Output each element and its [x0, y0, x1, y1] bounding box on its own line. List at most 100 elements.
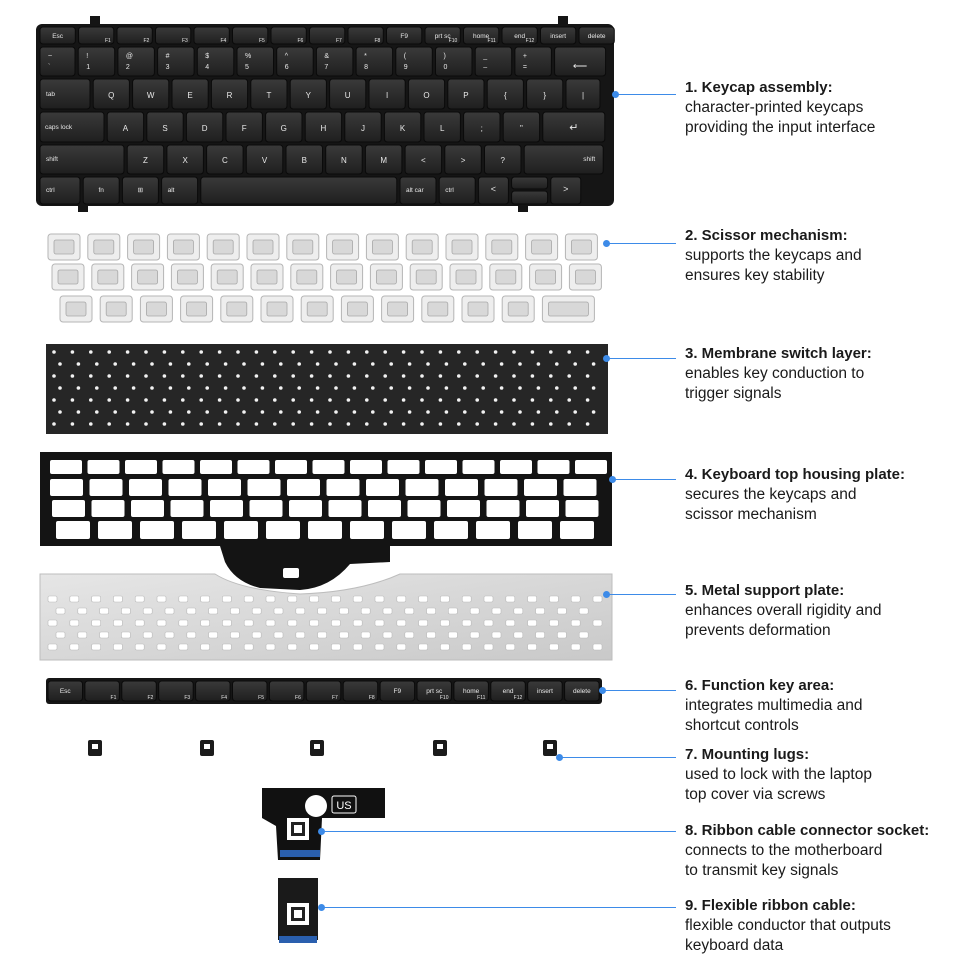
- membrane-dot: [549, 398, 553, 402]
- keycap: [39, 78, 91, 110]
- membrane-dot: [420, 350, 424, 354]
- metal-cutout: [309, 643, 319, 651]
- key-legend: F11: [477, 695, 485, 701]
- key-legend: ": [520, 124, 523, 133]
- label-flexible-ribbon-cable: 9. Flexible ribbon cable: flexible condu…: [685, 896, 955, 956]
- membrane-dot: [125, 422, 130, 426]
- membrane-dot: [95, 386, 99, 390]
- membrane-dot: [279, 362, 283, 366]
- key-legend: <: [491, 184, 496, 194]
- metal-cutout: [142, 607, 153, 615]
- metal-cutout: [461, 643, 472, 651]
- metal-cutout: [592, 619, 603, 627]
- key-legend: ?: [501, 156, 506, 165]
- membrane-dot: [493, 350, 498, 354]
- membrane-dot: [76, 410, 81, 414]
- membrane-dot: [150, 362, 154, 366]
- housing-window: [326, 479, 360, 496]
- metal-cutout: [134, 643, 145, 651]
- metal-cutout: [339, 631, 349, 639]
- housing-window: [366, 479, 399, 496]
- metal-cutout: [91, 595, 101, 603]
- membrane-dot: [585, 374, 590, 378]
- key-legend: A: [123, 124, 129, 133]
- membrane-dot: [273, 374, 277, 378]
- keycap: [39, 144, 125, 175]
- membrane-dot: [315, 362, 320, 366]
- membrane-dot: [162, 398, 167, 402]
- scissor-hinge: [296, 269, 318, 285]
- metal-cutout: [295, 631, 306, 639]
- metal-cutout: [178, 643, 189, 651]
- membrane-dot: [401, 374, 406, 378]
- key-legend: I: [386, 91, 388, 100]
- metal-cutout: [557, 607, 567, 615]
- membrane-dot: [162, 422, 167, 426]
- membrane-dot: [217, 374, 222, 378]
- membrane-dot: [420, 398, 424, 402]
- membrane-dot: [475, 350, 480, 354]
- key-legend: =: [523, 64, 527, 71]
- keycap: [554, 46, 607, 77]
- membrane-dot: [95, 410, 99, 414]
- keycap: [47, 680, 83, 702]
- metal-cutout: [222, 643, 232, 651]
- keycap: [285, 144, 323, 175]
- scissor-hinge: [137, 269, 159, 285]
- scissor-hinge: [455, 269, 477, 285]
- metal-cutout: [156, 595, 167, 603]
- metal-cutout: [535, 631, 545, 639]
- metal-cutout: [339, 607, 349, 615]
- membrane-dot: [309, 374, 314, 378]
- callout-dot: [609, 476, 616, 483]
- membrane-dot: [383, 350, 388, 354]
- housing-window: [526, 500, 559, 517]
- housing-window: [162, 460, 195, 474]
- metal-cutout: [230, 631, 240, 639]
- housing-window: [140, 521, 174, 539]
- callout-dot: [599, 687, 606, 694]
- metal-cutout: [186, 607, 197, 615]
- scissor-hinge: [336, 269, 358, 285]
- metal-cutout: [91, 643, 101, 651]
- keycap: [490, 680, 526, 702]
- keycap: [268, 680, 305, 702]
- callout-dot: [603, 355, 610, 362]
- keycap: [126, 144, 165, 175]
- key-legend: ctrl: [46, 187, 55, 194]
- keycap: [463, 111, 501, 143]
- metal-cutout: [243, 643, 254, 651]
- scissor-hinge: [57, 269, 79, 285]
- metal-cutout: [265, 643, 276, 651]
- lug-hole: [92, 744, 98, 749]
- membrane-dot: [444, 386, 449, 390]
- metal-cutout: [505, 643, 516, 651]
- keycap: [435, 46, 473, 77]
- scissor-hinge: [172, 239, 194, 255]
- lug-hole: [314, 744, 320, 749]
- housing-window: [462, 460, 495, 474]
- membrane-dot: [205, 410, 209, 414]
- key-legend: (: [404, 53, 407, 60]
- membrane-dot: [457, 422, 461, 426]
- membrane-dot: [591, 410, 596, 414]
- scissor-hinge: [252, 239, 274, 255]
- housing-window: [266, 521, 300, 539]
- scissor-hinge: [105, 301, 127, 317]
- keycap: [565, 78, 601, 110]
- membrane-dot: [383, 422, 388, 426]
- housing-window: [308, 521, 342, 539]
- membrane-dot: [352, 386, 357, 390]
- keycap: [185, 111, 224, 143]
- keycap: [484, 144, 522, 175]
- membrane-dot: [371, 386, 375, 390]
- key-legend: F12: [526, 38, 535, 44]
- scissor-hinge: [306, 301, 328, 317]
- metal-cutout: [527, 595, 537, 603]
- key-legend: alt: [168, 187, 175, 194]
- membrane-dot: [567, 350, 571, 354]
- key-legend: 9: [404, 64, 408, 71]
- membrane-dot: [144, 422, 148, 426]
- key-legend: {: [504, 91, 507, 100]
